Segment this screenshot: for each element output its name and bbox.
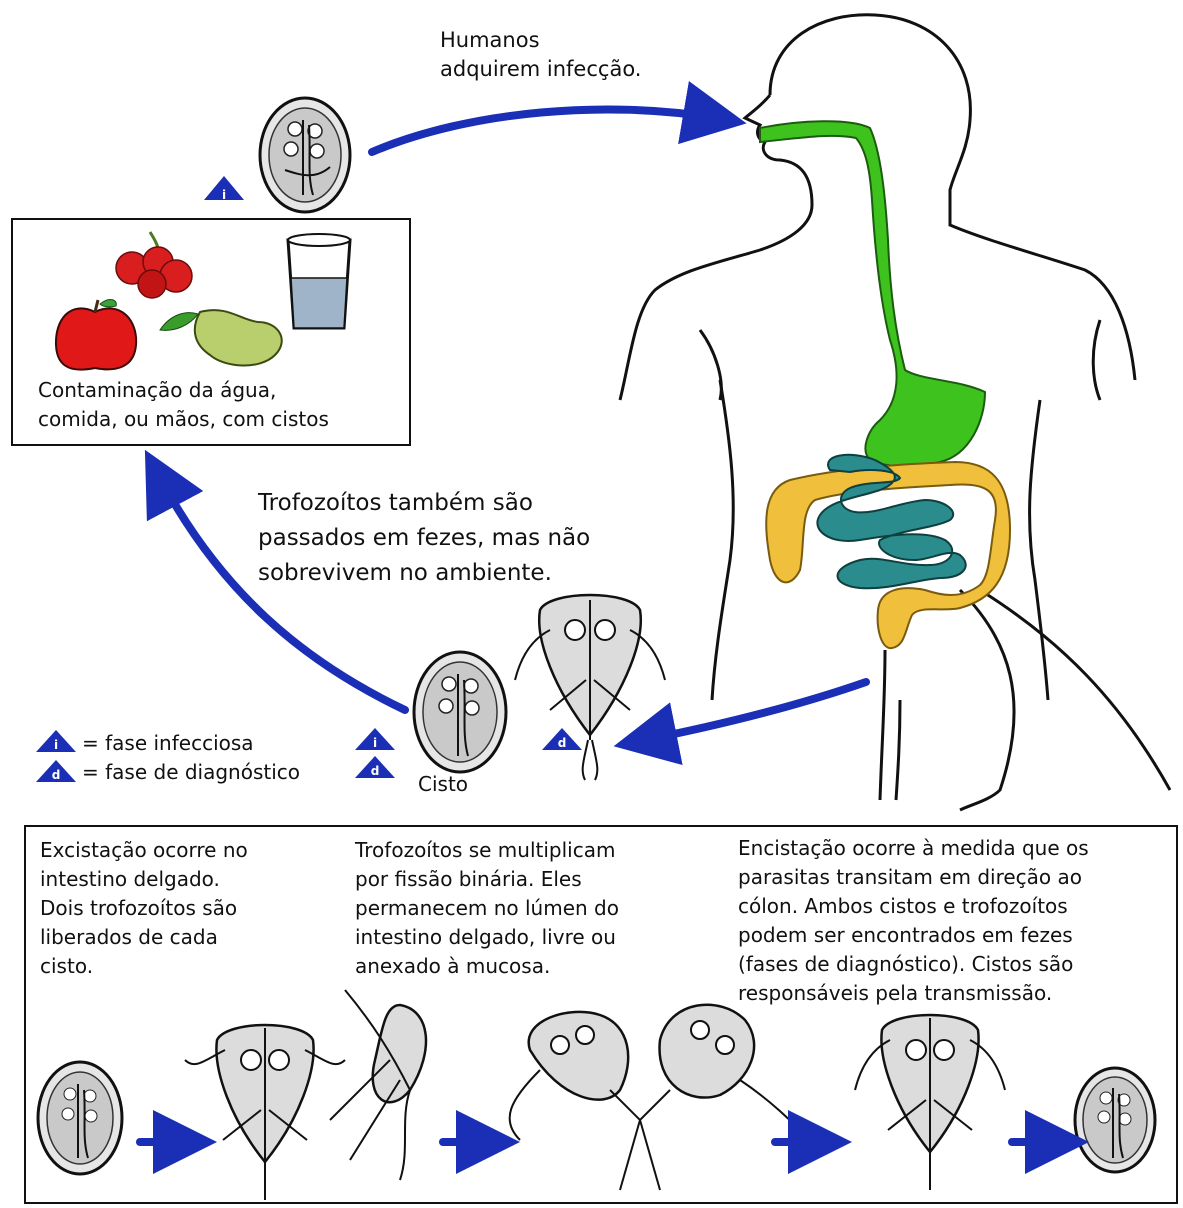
diagnostic-letter-trophozoite: d bbox=[558, 736, 567, 750]
trophozoite-note: Trofozoítos também são passados em fezes… bbox=[258, 486, 590, 591]
arrow-from-intestine bbox=[645, 682, 866, 740]
esophagus bbox=[760, 121, 985, 466]
contamination-caption: Contaminação da água, comida, ou mãos, c… bbox=[38, 376, 329, 434]
bottom-text-excystation: Excistação ocorre no intestino delgado. … bbox=[40, 836, 248, 981]
infection-caption: Humanos adquirem infecção. bbox=[440, 26, 641, 84]
infective-letter-top: i bbox=[222, 188, 226, 202]
legend-infective-label: = fase infecciosa bbox=[82, 729, 254, 758]
bottom-text-encystation: Encistação ocorre à medida que os parasi… bbox=[738, 834, 1089, 1008]
legend-infective-letter: i bbox=[54, 738, 58, 752]
legend-diagnostic-label: = fase de diagnóstico bbox=[82, 758, 300, 787]
diagnostic-letter-middle: d bbox=[371, 764, 380, 778]
cyst-infective-top bbox=[260, 98, 350, 212]
legend-diagnostic-letter: d bbox=[52, 768, 61, 782]
bottom-text-multiplication: Trofozoítos se multiplicam por fissão bi… bbox=[355, 836, 619, 981]
infective-letter-middle: i bbox=[373, 736, 377, 750]
cyst-label: Cisto bbox=[418, 770, 468, 799]
cyst-diagnostic-middle bbox=[414, 652, 506, 772]
trophozoite-diagnostic-middle bbox=[515, 595, 665, 780]
digestive-tract bbox=[760, 121, 1010, 648]
arrow-to-mouth bbox=[372, 109, 715, 152]
